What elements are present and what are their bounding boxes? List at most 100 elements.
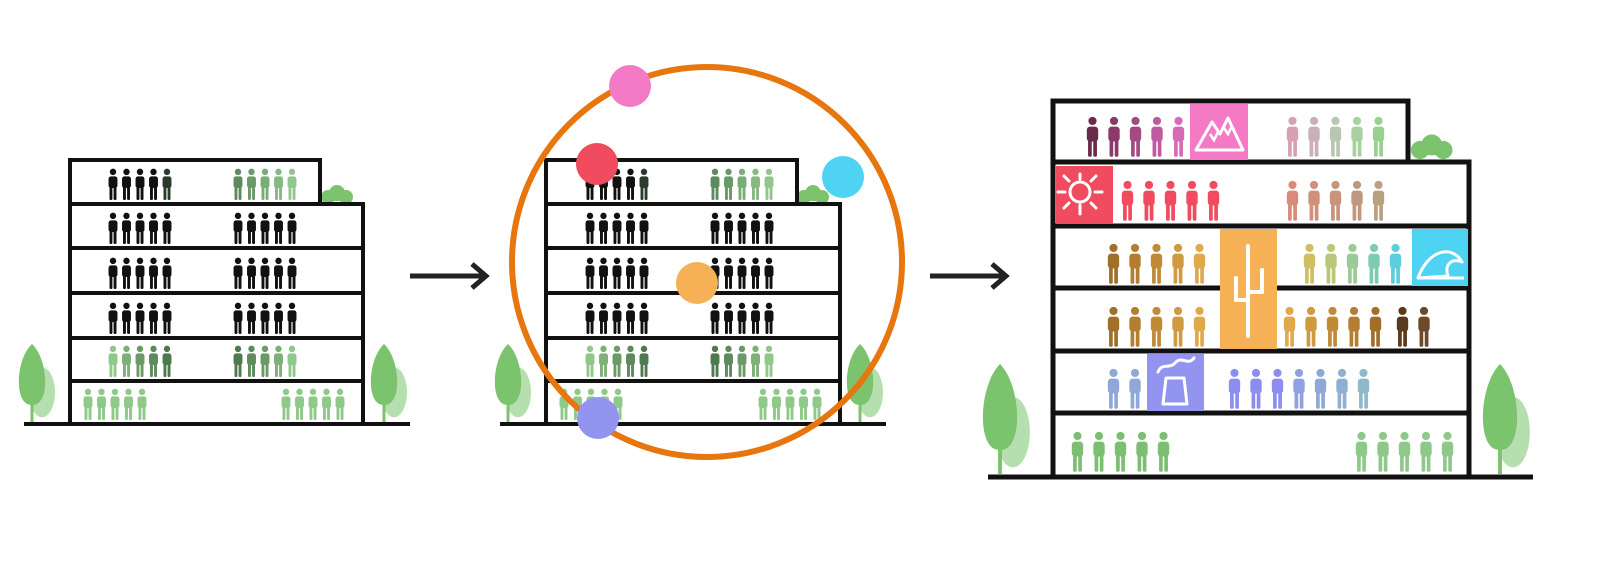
- person-figure: [751, 302, 760, 335]
- person-figure: [97, 388, 106, 421]
- person-figure: [710, 212, 720, 245]
- person-figure: [612, 345, 622, 378]
- person-figure: [274, 212, 283, 245]
- person-figure: [1271, 368, 1284, 409]
- building-before: [18, 158, 410, 426]
- person-figure: [585, 345, 595, 378]
- person-figure: [751, 212, 760, 245]
- person-figure: [137, 388, 147, 421]
- building-outline: [1050, 98, 1472, 477]
- person-figure: [233, 302, 243, 335]
- person-figure: [1172, 306, 1184, 347]
- person-figure: [1348, 306, 1360, 347]
- person-figure: [162, 168, 172, 201]
- tree: [982, 364, 1030, 474]
- person-figure: [335, 388, 345, 421]
- bush: [797, 185, 829, 204]
- person-figure: [135, 212, 145, 245]
- person-figure: [274, 257, 283, 290]
- person-figure: [639, 168, 649, 201]
- person-figure: [1108, 116, 1120, 157]
- person-figure: [599, 345, 608, 378]
- person-figure: [108, 302, 118, 335]
- person-figure: [247, 257, 256, 290]
- person-figure: [1286, 116, 1299, 157]
- dot-violet: [577, 397, 619, 439]
- person-figure: [1326, 306, 1339, 347]
- person-figure: [758, 388, 768, 421]
- person-figure: [1441, 431, 1454, 472]
- person-figure: [626, 302, 635, 335]
- person-figure: [1357, 368, 1370, 409]
- person-figure: [1172, 243, 1184, 284]
- person-figure: [737, 168, 747, 201]
- person-figure: [799, 388, 808, 421]
- person-figure: [1329, 116, 1342, 157]
- person-figure: [1303, 243, 1316, 284]
- person-figure: [737, 257, 747, 290]
- person-figure: [162, 345, 172, 378]
- person-figure: [1107, 306, 1120, 347]
- person-figure: [287, 257, 297, 290]
- person-figure: [764, 345, 774, 378]
- person-figure: [772, 388, 781, 421]
- person-figure: [108, 257, 118, 290]
- person-figure: [1129, 306, 1141, 347]
- person-figure: [612, 302, 622, 335]
- person-figure: [247, 302, 256, 335]
- person-figure: [260, 257, 270, 290]
- tree: [370, 344, 407, 422]
- person-figure: [751, 345, 760, 378]
- person-figure: [308, 388, 318, 421]
- person-figure: [764, 212, 774, 245]
- building-outline: [68, 158, 365, 424]
- person-figure: [1398, 431, 1411, 472]
- person-figure: [710, 168, 720, 201]
- person-figure: [322, 388, 331, 421]
- person-figure: [1136, 431, 1148, 472]
- person-figure: [1172, 116, 1185, 157]
- person-figure: [724, 257, 733, 290]
- person-figure: [785, 388, 795, 421]
- tree: [494, 344, 531, 422]
- person-figure: [599, 212, 608, 245]
- person-figure: [724, 212, 733, 245]
- person-figure: [1193, 243, 1206, 284]
- person-figure: [260, 345, 270, 378]
- person-figure: [599, 302, 608, 335]
- person-figure: [260, 168, 270, 201]
- person-figure: [287, 212, 297, 245]
- person-figure: [83, 388, 93, 421]
- dot-pink: [609, 65, 651, 107]
- person-figure: [124, 388, 133, 421]
- person-figure: [1308, 116, 1320, 157]
- person-figure: [1351, 116, 1363, 157]
- person-figure: [626, 345, 635, 378]
- person-figure: [1420, 431, 1432, 472]
- person-figure: [1186, 180, 1198, 221]
- person-figure: [1305, 306, 1317, 347]
- person-figure: [1150, 243, 1163, 284]
- person-figure: [1369, 306, 1382, 347]
- person-figure: [1107, 243, 1120, 284]
- person-figure: [751, 168, 760, 201]
- person-figure: [1372, 116, 1385, 157]
- person-figure: [724, 302, 733, 335]
- person-figure: [110, 388, 120, 421]
- person-figure: [162, 212, 172, 245]
- person-figure: [639, 257, 649, 290]
- icon-tiles: [1056, 104, 1468, 411]
- person-figure: [1143, 180, 1155, 221]
- person-figure: [1293, 368, 1305, 409]
- person-figure: [1121, 180, 1134, 221]
- bush: [321, 185, 353, 204]
- person-figure: [1368, 243, 1380, 284]
- person-figure: [639, 302, 649, 335]
- person-figure: [122, 168, 131, 201]
- person-figure: [1372, 180, 1385, 221]
- person-figure: [724, 168, 733, 201]
- person-figure: [287, 302, 297, 335]
- person-figure: [1314, 368, 1327, 409]
- person-figure: [710, 345, 720, 378]
- arrow-right: [410, 262, 490, 290]
